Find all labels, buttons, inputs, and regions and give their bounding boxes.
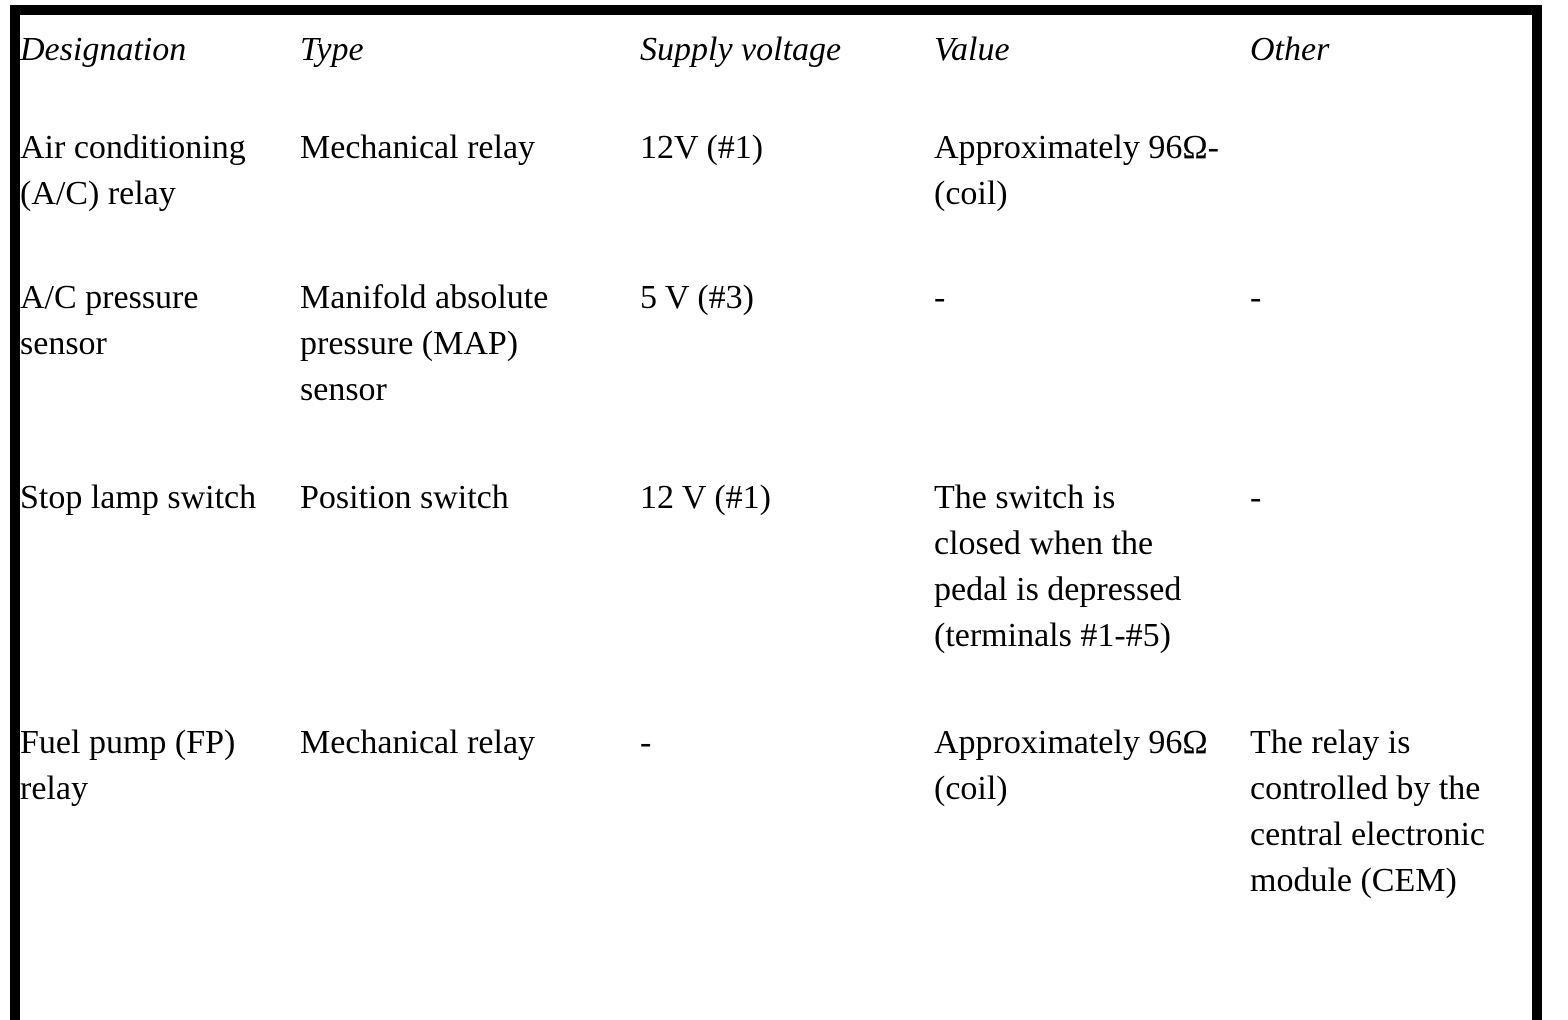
column-header-supply-voltage: Supply voltage — [640, 31, 842, 68]
cell-type: Mechanical relay — [300, 724, 536, 761]
cell-other: - — [1250, 279, 1262, 316]
column-header-other: Other — [1250, 31, 1330, 68]
cell-value: The switch is closed when the pedal is d… — [934, 479, 1182, 654]
table-border-top — [10, 5, 1542, 15]
table-row: Fuel pump (FP) relay Mechanical relay - … — [20, 720, 1532, 970]
column-header-designation: Designation — [20, 31, 187, 68]
cell-designation: A/C pressure sensor — [20, 279, 199, 362]
specification-table: Designation Type Supply voltage Value Ot… — [20, 15, 1532, 970]
cell-designation: Stop lamp switch — [20, 479, 257, 516]
cell-value: - — [934, 279, 946, 316]
cell-value: Approximately 96Ω (coil) — [934, 724, 1208, 807]
cell-designation: Fuel pump (FP) relay — [20, 724, 236, 807]
cell-designation: Air conditioning (A/C) relay — [20, 129, 246, 212]
column-header-value: Value — [934, 31, 1010, 68]
table-border-left — [10, 5, 20, 1020]
table-row: A/C pressure sensor Manifold absolute pr… — [20, 275, 1532, 475]
cell-type: Position switch — [300, 479, 509, 516]
cell-supply-voltage: 12V (#1) — [640, 129, 764, 166]
cell-supply-voltage: 12 V (#1) — [640, 479, 771, 516]
cell-other: The relay is controlled by the central e… — [1250, 724, 1486, 899]
table-border-right — [1532, 5, 1542, 1020]
cell-value: Approximately 96Ω- (coil) — [934, 129, 1219, 212]
cell-supply-voltage: 5 V (#3) — [640, 279, 754, 316]
table-row: Air conditioning (A/C) relay Mechanical … — [20, 125, 1532, 275]
column-header-type: Type — [300, 31, 364, 68]
table-header-row: Designation Type Supply voltage Value Ot… — [20, 15, 1532, 125]
table-row: Stop lamp switch Position switch 12 V (#… — [20, 475, 1532, 720]
cell-other: - — [1250, 479, 1262, 516]
cell-supply-voltage: - — [640, 724, 652, 761]
cell-type: Mechanical relay — [300, 129, 536, 166]
cell-type: Manifold absolute pressure (MAP) sensor — [300, 279, 549, 408]
